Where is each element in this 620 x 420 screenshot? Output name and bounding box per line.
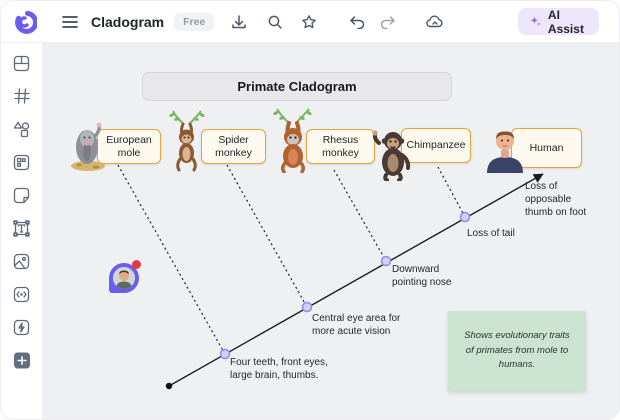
species-box-spider-monkey[interactable]: Spider monkey: [201, 129, 266, 164]
cloud-sync-icon[interactable]: [420, 8, 450, 36]
cladogram-lines: [117, 164, 544, 390]
text-box-icon[interactable]: [13, 219, 31, 237]
redo-icon[interactable]: [372, 8, 402, 36]
species-box-human[interactable]: Human: [511, 128, 582, 168]
menu-icon[interactable]: [55, 8, 85, 36]
trait-label-3[interactable]: Downward pointing nose: [392, 264, 452, 288]
collaborator-avatar: [113, 267, 135, 289]
chimpanzee-illustration[interactable]: [371, 127, 417, 181]
trait-node-1: [219, 348, 231, 360]
trait-label-5[interactable]: Loss of opposable thumb on foot: [525, 181, 587, 218]
app-logo-icon[interactable]: [13, 10, 37, 34]
sticky-note-icon[interactable]: [13, 186, 31, 204]
sparkle-icon: [531, 16, 542, 27]
trait-label-4[interactable]: Loss of tail: [467, 228, 515, 239]
trait-node-2: [301, 301, 313, 313]
human-illustration[interactable]: [483, 127, 527, 173]
grid-icon[interactable]: [13, 87, 31, 105]
ai-assist-label: AI Assist: [547, 7, 584, 36]
download-icon[interactable]: [224, 8, 254, 36]
tool-sidebar: [1, 43, 43, 419]
search-icon[interactable]: [260, 8, 290, 36]
top-toolbar: Cladogram Free AI Assist: [1, 1, 619, 43]
origin-node: [165, 382, 173, 390]
shapes-icon[interactable]: [13, 120, 31, 138]
rhesus-monkey-illustration[interactable]: [267, 107, 317, 173]
timer-icon[interactable]: [611, 8, 619, 36]
trait-node-4: [459, 211, 471, 223]
presence-dot: [132, 260, 141, 269]
species-box-rhesus-monkey[interactable]: Rhesus monkey: [306, 129, 375, 164]
species-box-chimpanzee[interactable]: Chimpanzee: [401, 128, 471, 163]
automation-icon[interactable]: [13, 318, 31, 336]
sticky-note[interactable]: Shows evolutionary traits of primates fr…: [448, 311, 586, 391]
collaborator-cursor: [109, 260, 141, 293]
trait-label-2[interactable]: Central eye area for more acute vision: [312, 313, 401, 337]
plan-badge: Free: [174, 12, 215, 31]
trait-label-1[interactable]: Four teeth, front eyes, large brain, thu…: [230, 357, 328, 381]
embed-code-icon[interactable]: [13, 285, 31, 303]
diagram-title[interactable]: Primate Cladogram: [142, 72, 452, 101]
mole-illustration[interactable]: [69, 119, 107, 171]
add-element-button[interactable]: [13, 351, 31, 369]
undo-icon[interactable]: [342, 8, 372, 36]
spider-monkey-illustration[interactable]: [163, 109, 211, 173]
star-icon[interactable]: [294, 8, 324, 36]
ai-assist-button[interactable]: AI Assist: [518, 7, 600, 36]
whiteboard-canvas[interactable]: Primate Cladogram European mole Spider m…: [43, 43, 619, 419]
card-elements-icon[interactable]: [13, 153, 31, 171]
image-icon[interactable]: [13, 252, 31, 270]
species-box-european-mole[interactable]: European mole: [97, 129, 161, 164]
document-title[interactable]: Cladogram: [91, 13, 165, 30]
layout-template-icon[interactable]: [13, 54, 31, 72]
reactions-group: [611, 8, 619, 36]
trait-node-3: [380, 255, 392, 267]
